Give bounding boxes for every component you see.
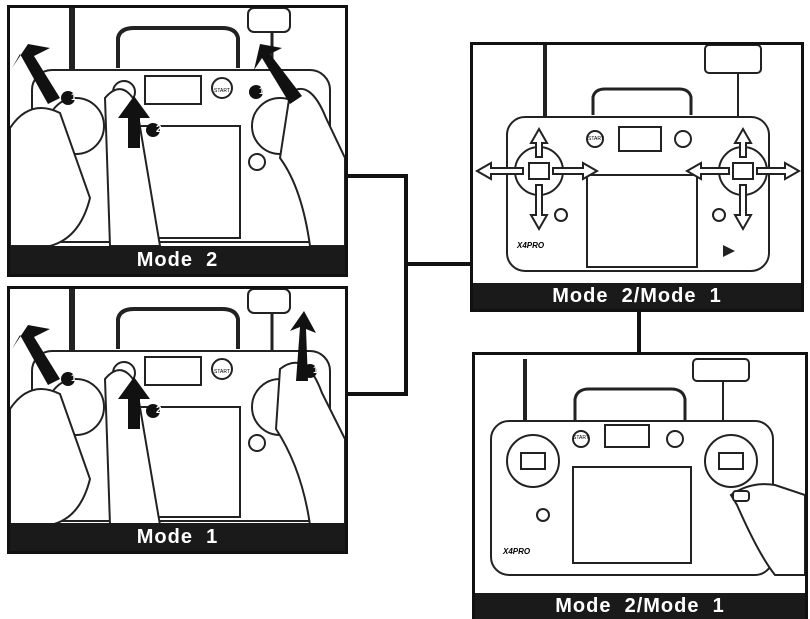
caption-mode-1: Mode 1 xyxy=(10,523,345,551)
start-button-label: START xyxy=(214,88,230,94)
connector-vertical xyxy=(404,174,408,396)
marker-1-left: 1 xyxy=(71,92,77,103)
caption-mode-2-mode-1: Mode 2/Mode 1 xyxy=(475,593,805,619)
connector-top xyxy=(348,174,406,178)
marker-1-right: 1 xyxy=(259,86,265,97)
controller-illustration xyxy=(475,355,805,595)
marker-2: 2 xyxy=(156,124,162,135)
panel-mode-2-mode-1-arrows: START X4PRO Mode 2/Mode 1 xyxy=(470,42,804,312)
panel-mode-2: 1 2 1 START Mode 2 xyxy=(7,5,348,277)
connector-mid xyxy=(404,262,472,266)
panel-mode-1: 1 2 1 START Mode 1 xyxy=(7,286,348,554)
start-button-label: START xyxy=(588,136,604,142)
x4pro-logo: X4PRO xyxy=(503,547,530,556)
controller-illustration xyxy=(10,289,345,525)
controller-illustration xyxy=(10,8,345,246)
marker-1-right: 1 xyxy=(313,365,319,376)
panel-mode-2-mode-1-hand: START X4PRO Mode 2/Mode 1 xyxy=(472,352,808,619)
caption-mode-2-mode-1: Mode 2/Mode 1 xyxy=(473,283,801,309)
x4pro-logo: X4PRO xyxy=(517,241,544,250)
connector-bottom xyxy=(348,392,406,396)
marker-1-left: 1 xyxy=(71,373,77,384)
marker-2: 2 xyxy=(156,405,162,416)
start-button-label: START xyxy=(573,435,589,441)
caption-mode-2: Mode 2 xyxy=(10,246,345,274)
start-button-label: START xyxy=(214,369,230,375)
connector-down xyxy=(637,312,641,352)
